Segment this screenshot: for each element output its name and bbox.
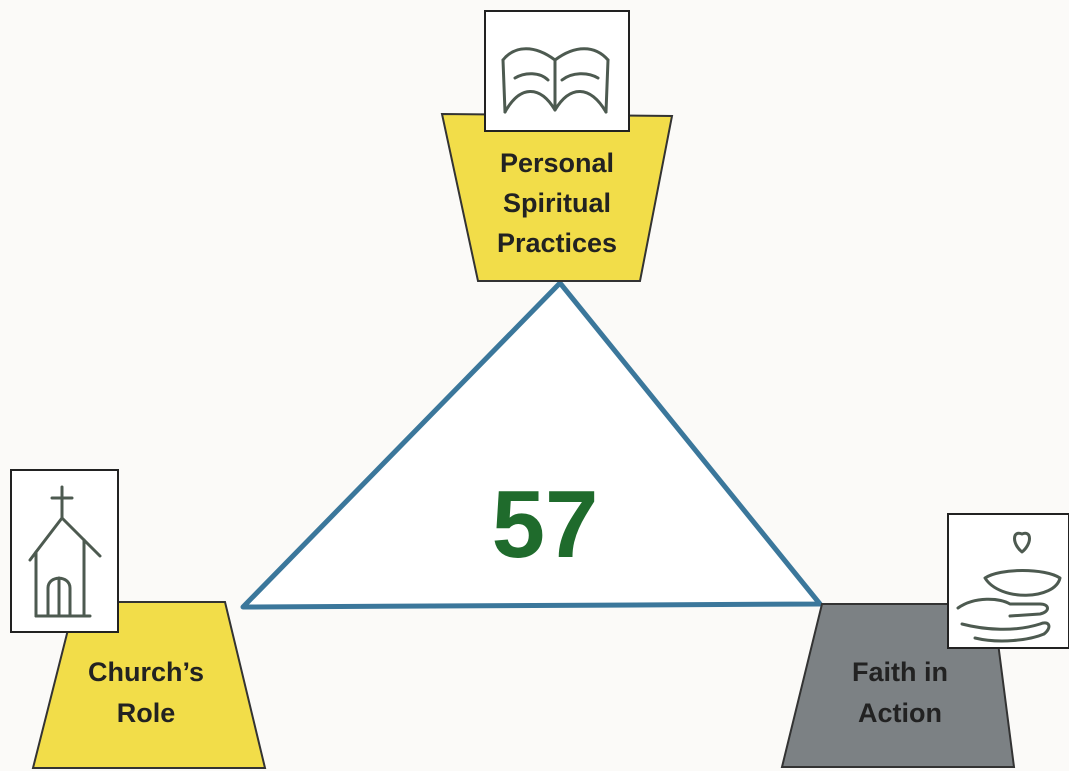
giving-hands-heart-icon — [956, 531, 1062, 643]
open-bible-icon — [501, 47, 610, 114]
node-label-top-line1: Personal — [500, 148, 614, 178]
node-label-left-line2: Role — [117, 698, 176, 728]
node-personal-spiritual-practices: Personal Spiritual Practices — [440, 10, 674, 282]
node-faith-in-action: Faith in Action — [780, 513, 1069, 768]
node-label-right-line2: Action — [858, 698, 942, 728]
center-score: 57 — [492, 471, 599, 578]
node-label-left-line1: Church’s — [88, 657, 204, 687]
node-label-top-line3: Practices — [497, 228, 617, 258]
node-churchs-role: Church’s Role — [10, 469, 267, 769]
node-label-top-line2: Spiritual — [503, 188, 611, 218]
triangle — [240, 280, 823, 610]
node-plate-left — [31, 601, 267, 769]
church-icon — [28, 485, 102, 618]
node-label-right-line1: Faith in — [852, 657, 948, 687]
